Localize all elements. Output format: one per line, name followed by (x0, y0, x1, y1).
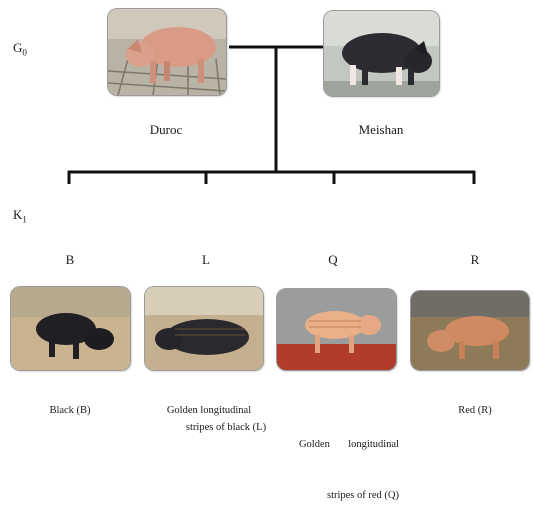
offspring-letter-r: R (460, 252, 490, 268)
offspring-letter-b: B (55, 252, 85, 268)
offspring-letter-l: L (191, 252, 221, 268)
meishan-photo (324, 11, 439, 96)
pedigree-lines (0, 0, 533, 439)
caption-black-stripes: Golden longitudinal stripes of black (L) (139, 402, 279, 436)
caption-red: Red (R) (430, 402, 520, 419)
parent-label-duroc: Duroc (111, 122, 221, 138)
red-striped-piglet-photo (277, 289, 396, 370)
caption-red-stripes: Golden longitudinal stripes of red (Q) (279, 402, 419, 521)
offspring-letter-q: Q (318, 252, 348, 268)
red-piglet-photo (411, 291, 529, 370)
duroc-photo (108, 9, 226, 95)
parent-label-meishan: Meishan (326, 122, 436, 138)
caption-black: Black (B) (15, 402, 125, 419)
black-piglet-photo (11, 287, 130, 370)
black-striped-piglet-photo (145, 287, 263, 370)
